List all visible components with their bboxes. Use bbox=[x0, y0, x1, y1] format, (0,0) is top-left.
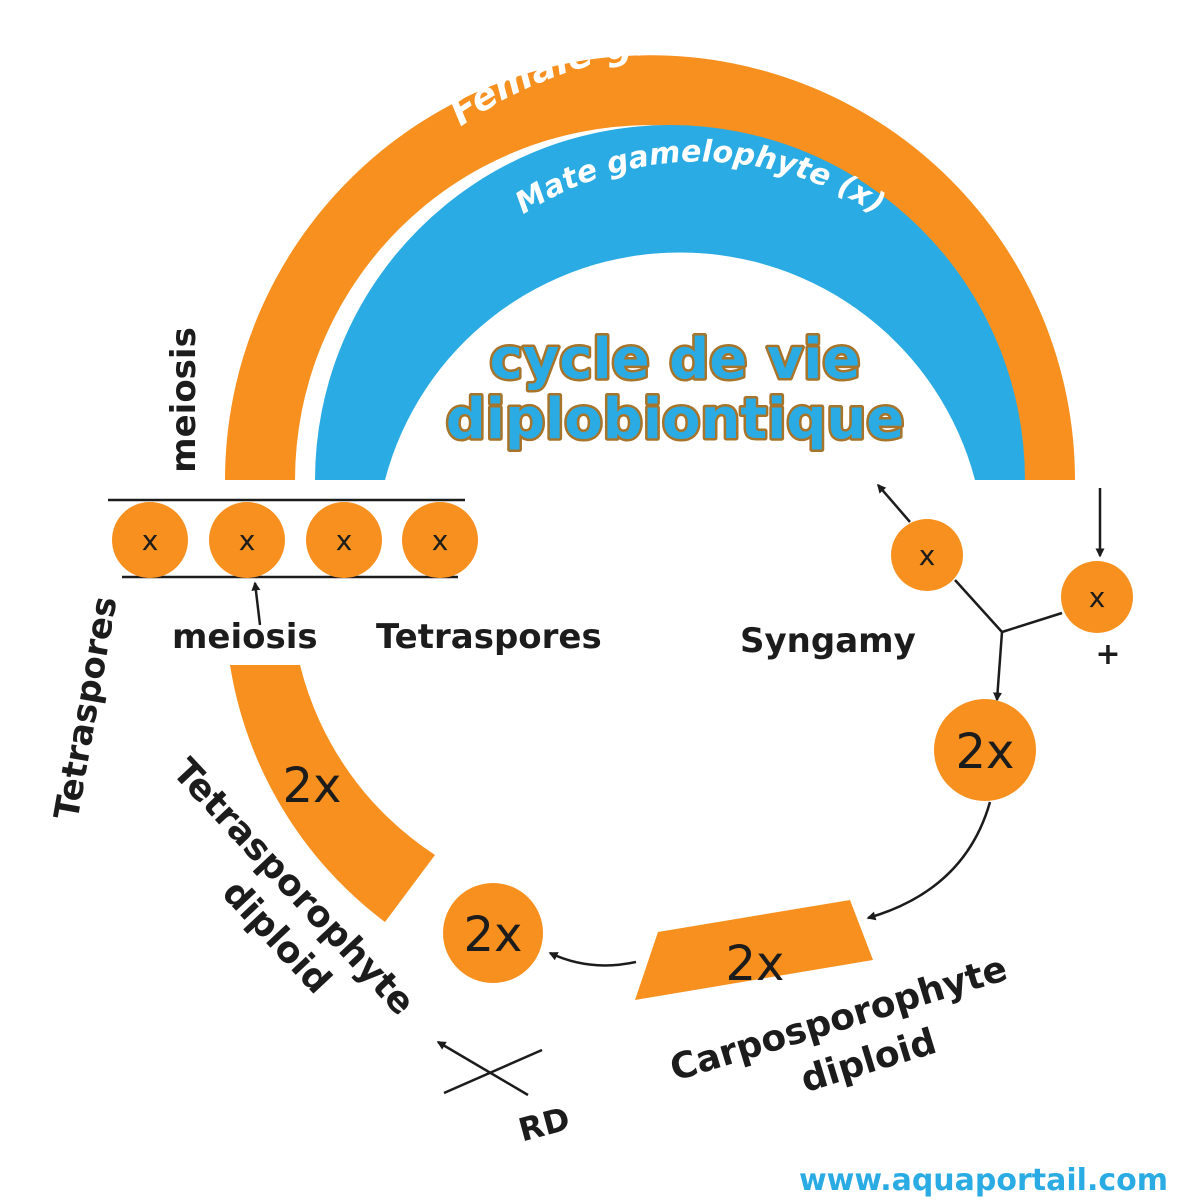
tetrasporophyte-ploidy: 2x bbox=[283, 758, 342, 814]
svg-text:x: x bbox=[142, 524, 159, 557]
meiosis-label: meiosis bbox=[172, 617, 318, 657]
title-line-1: cycle de vie bbox=[490, 327, 861, 392]
tetraspore-cell: x bbox=[402, 502, 478, 578]
rd-cross-line bbox=[443, 1048, 543, 1095]
meiosis-arrow bbox=[251, 581, 262, 626]
meiosis-vertical-label: meiosis bbox=[164, 327, 204, 473]
tetrasporophyte-band bbox=[230, 665, 435, 922]
plus-sign: + bbox=[1095, 637, 1120, 672]
tetraspores-label: Tetraspores bbox=[376, 617, 602, 657]
tetraspore-cell: x bbox=[112, 502, 188, 578]
carposporophyte-to-carpospore-arrow bbox=[548, 951, 637, 967]
svg-text:x: x bbox=[432, 524, 449, 557]
carpospore-cell: 2x bbox=[443, 883, 543, 983]
female-gametophyte-arc bbox=[225, 55, 1075, 480]
syngamy-label: Syngamy bbox=[740, 621, 916, 661]
gamete-cell: x bbox=[891, 519, 963, 591]
svg-text:x: x bbox=[1089, 581, 1106, 614]
zygote-cell: 2x bbox=[934, 699, 1036, 801]
syngamy-arrow bbox=[993, 631, 1004, 702]
tetraspores-vertical-label: Tetraspores bbox=[47, 593, 126, 822]
svg-text:2x: 2x bbox=[464, 907, 523, 963]
svg-text:x: x bbox=[919, 539, 936, 572]
title-line-2: diplobiontique bbox=[446, 387, 905, 452]
svg-text:x: x bbox=[239, 524, 256, 557]
zygote-to-carposporophyte-arrow bbox=[866, 801, 992, 921]
rd-arrow bbox=[436, 1040, 529, 1097]
tetraspore-cell: x bbox=[306, 502, 382, 578]
carposporophyte-ploidy: 2x bbox=[726, 936, 785, 992]
tetraspore-cell: x bbox=[209, 502, 285, 578]
male-gamete-release-arrow bbox=[877, 483, 911, 523]
gamete-cell: x bbox=[1061, 561, 1133, 633]
syngamy-line-right bbox=[1001, 611, 1063, 634]
svg-text:x: x bbox=[336, 524, 353, 557]
syngamy-line-left bbox=[954, 579, 1003, 633]
carposporophyte-band bbox=[635, 900, 873, 1000]
footer-url[interactable]: www.aquaportail.com bbox=[799, 1163, 1168, 1198]
rd-label: RD bbox=[515, 1099, 574, 1149]
svg-text:2x: 2x bbox=[956, 724, 1015, 780]
male-gametophyte-arc bbox=[315, 125, 1025, 480]
